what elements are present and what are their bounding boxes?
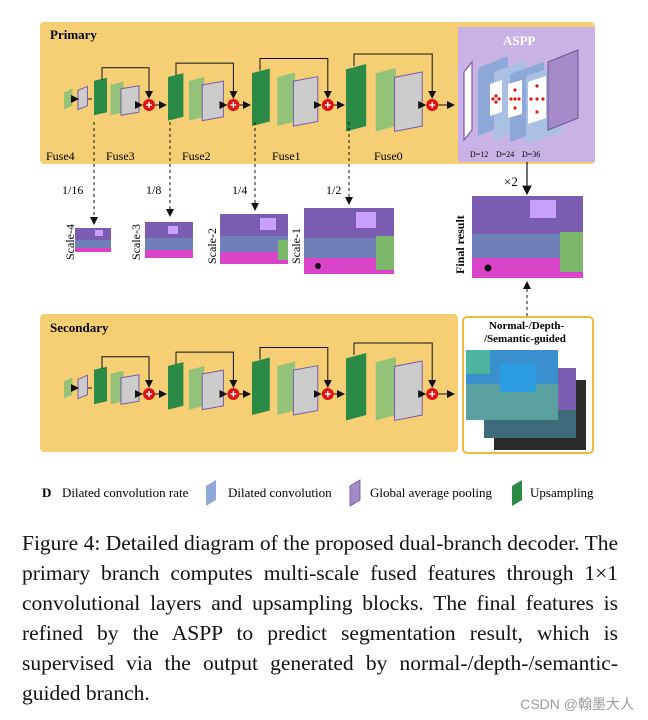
upsampling-block <box>346 63 367 132</box>
aspp-layers <box>463 49 579 144</box>
aspp-rate-3: D=36 <box>522 150 540 159</box>
feature-block <box>201 369 224 411</box>
legend-dilated-conv-text: Dilated convolution <box>228 485 332 500</box>
scale-1-label: Scale-1 <box>289 228 303 264</box>
final-result-image <box>472 196 583 278</box>
scale-ratio-16: 1/16 <box>62 183 83 197</box>
fuse-label-1: Fuse1 <box>272 149 301 163</box>
upsampling-block <box>168 73 184 121</box>
upsampling-block <box>168 362 184 410</box>
conv-block <box>110 81 124 116</box>
scale-2-image <box>220 214 288 264</box>
conv-block <box>188 366 205 410</box>
fuse-label-4: Fuse4 <box>46 149 75 163</box>
aspp-rate-1: D=12 <box>470 150 488 159</box>
scale-1-image <box>304 208 394 274</box>
scale-ratio-4: 1/4 <box>232 183 247 197</box>
aspp-rate-2: D=24 <box>496 150 514 159</box>
final-result-label: Final result <box>453 215 467 274</box>
legend-gap-text: Global average pooling <box>370 485 493 500</box>
fuse-label-2: Fuse2 <box>182 149 211 163</box>
primary-branch-blocks <box>64 53 455 133</box>
legend-upsampling-text: Upsampling <box>530 485 594 500</box>
conv-block <box>64 88 73 110</box>
upsampling-block <box>252 68 270 127</box>
scale-ratio-8: 1/8 <box>146 183 161 197</box>
scale-ratio-2: 1/2 <box>326 183 341 197</box>
fuse-label-3: Fuse3 <box>106 149 135 163</box>
scale-3-image <box>145 222 193 258</box>
figure-caption: Figure 4: Detailed diagram of the propos… <box>22 531 618 705</box>
upsampling-block <box>94 366 107 405</box>
feature-block <box>292 364 319 416</box>
feature-block <box>394 71 423 133</box>
conv-block <box>277 72 296 127</box>
upsampling-block <box>94 77 107 116</box>
secondary-branch-blocks <box>64 342 455 422</box>
conv-block <box>375 356 396 421</box>
guided-output-images <box>466 350 586 450</box>
feature-block <box>77 374 88 400</box>
feature-block <box>201 80 224 122</box>
legend-upsampling-swatch <box>512 480 522 506</box>
scale-4-image <box>75 228 111 252</box>
feature-block <box>120 85 140 116</box>
fuse-label-0: Fuse0 <box>374 149 403 163</box>
legend-d-key: D <box>42 485 51 500</box>
aspp-title: ASPP <box>503 33 536 48</box>
conv-block <box>64 377 73 399</box>
conv-block <box>188 77 205 121</box>
legend-dilated-rate-text: Dilated convolution rate <box>62 485 189 500</box>
upsample-x2-label: ×2 <box>504 174 518 189</box>
guided-label-line-2: /Semantic-guided <box>483 333 566 345</box>
guided-label-line-1: Normal-/Depth- <box>489 320 564 332</box>
conv-block <box>375 67 396 132</box>
scale-4-label: Scale-4 <box>63 224 77 260</box>
conv-block <box>110 370 124 405</box>
conv-block <box>277 361 296 416</box>
secondary-label: Secondary <box>50 320 109 335</box>
upsampling-block <box>346 352 367 421</box>
primary-label: Primary <box>50 27 97 42</box>
feature-block <box>120 374 140 405</box>
aspp-dilation-dots <box>491 84 545 114</box>
scale-arrows <box>90 122 353 225</box>
feature-block <box>292 75 319 127</box>
feature-block <box>77 85 88 111</box>
legend-gap-swatch <box>349 479 361 507</box>
feature-block <box>394 360 423 422</box>
scale-3-label: Scale-3 <box>129 224 143 260</box>
upsampling-block <box>252 357 270 416</box>
scale-2-label: Scale-2 <box>205 228 219 264</box>
watermark: CSDN @翰墨大人 <box>520 696 634 712</box>
legend-dilated-conv-swatch <box>206 480 216 506</box>
